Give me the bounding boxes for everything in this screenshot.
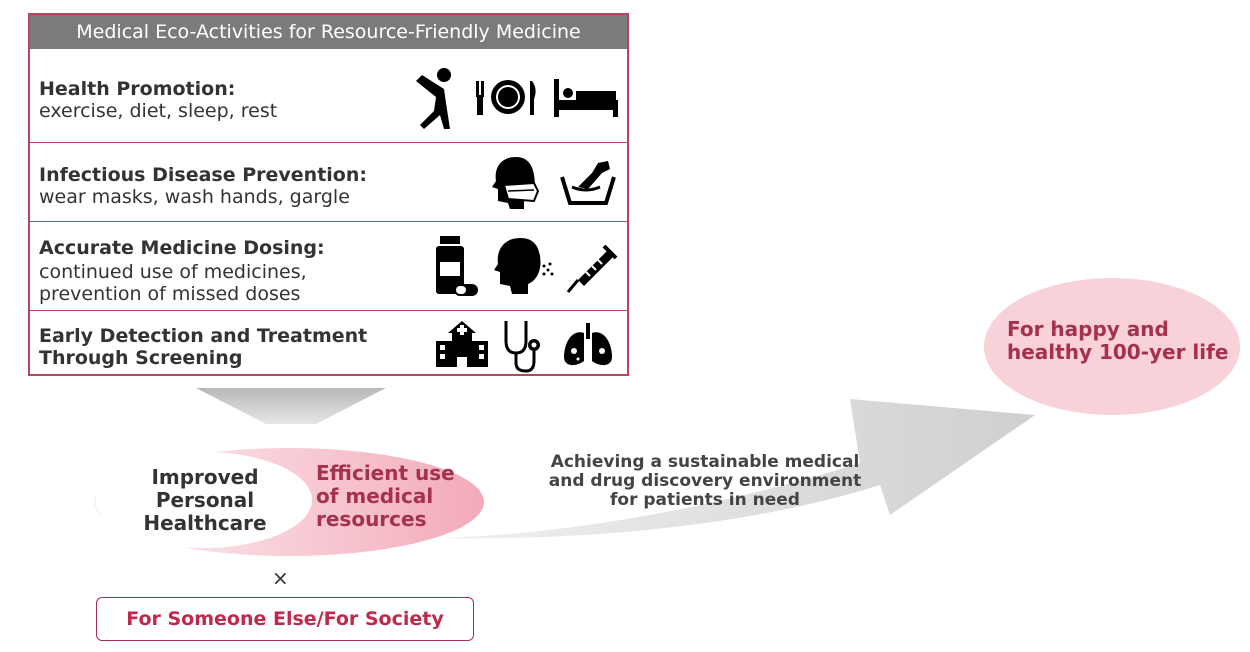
lungs-icon [564,323,612,366]
personal-line: Healthcare [143,511,267,535]
syringe-icon [566,244,618,293]
arrow-caption: Achieving a sustainable medical and drug… [540,453,870,510]
goal-label: For happy and healthy 100-yer life [1007,318,1232,364]
efficient-line: of medical [316,484,434,508]
sweeping-arrow [440,399,1035,539]
row-description: exercise, diet, sleep, rest [39,100,278,122]
personal-line: Improved [151,465,259,489]
times-symbol: × [272,566,289,590]
row-heading: Health Promotion: [39,78,236,100]
efficient-resources-label: Efficient use of medical resources [316,462,476,531]
row-heading: Accurate Medicine Dosing: [39,237,325,259]
row-health-promotion: Health Promotion: exercise, diet, sleep,… [30,49,627,142]
down-arrow [196,388,386,424]
arrow-caption-line: and drug discovery environment [548,471,862,491]
efficient-line: Efficient use [316,461,455,485]
eco-activities-panel: Medical Eco-Activities for Resource-Frie… [28,13,629,376]
row-infection-prevention: Infectious Disease Prevention: wear mask… [30,142,627,222]
hand-wash-icon [560,161,616,205]
mask-icon [492,157,540,209]
exercise-icon [416,68,451,129]
goal-ellipse [984,278,1240,415]
panel-title: Medical Eco-Activities for Resource-Frie… [30,15,627,49]
inhaler-icon [494,238,554,294]
hospital-icon [436,321,488,367]
society-box: For Someone Else/For Society [96,597,474,641]
bed-icon [554,79,618,117]
arrow-caption-line: Achieving a sustainable medical [550,452,860,472]
row-description: wear masks, wash hands, gargle [39,186,350,208]
meal-icon [476,80,536,115]
row-heading: Early Detection and Treatment [39,325,368,347]
goal-line: healthy 100-yer life [1007,340,1229,364]
personal-line: Personal [155,488,255,512]
row-medicine-dosing: Accurate Medicine Dosing: continued use … [30,221,627,311]
row-description: continued use of medicines, [39,261,307,283]
goal-line: For happy and [1007,317,1169,341]
efficient-line: resources [316,507,427,531]
row-early-detection: Early Detection and Treatment Through Sc… [30,310,627,375]
medicine-bottle-icon [436,236,478,296]
arrow-caption-line: for patients in need [610,490,800,510]
stethoscope-icon [504,321,540,373]
personal-healthcare-label: Improved Personal Healthcare [130,466,280,535]
row-heading: Infectious Disease Prevention: [39,164,367,186]
row-heading: Through Screening [39,347,243,369]
row-description: prevention of missed doses [39,283,301,305]
healthcare-ellipses [94,448,484,556]
